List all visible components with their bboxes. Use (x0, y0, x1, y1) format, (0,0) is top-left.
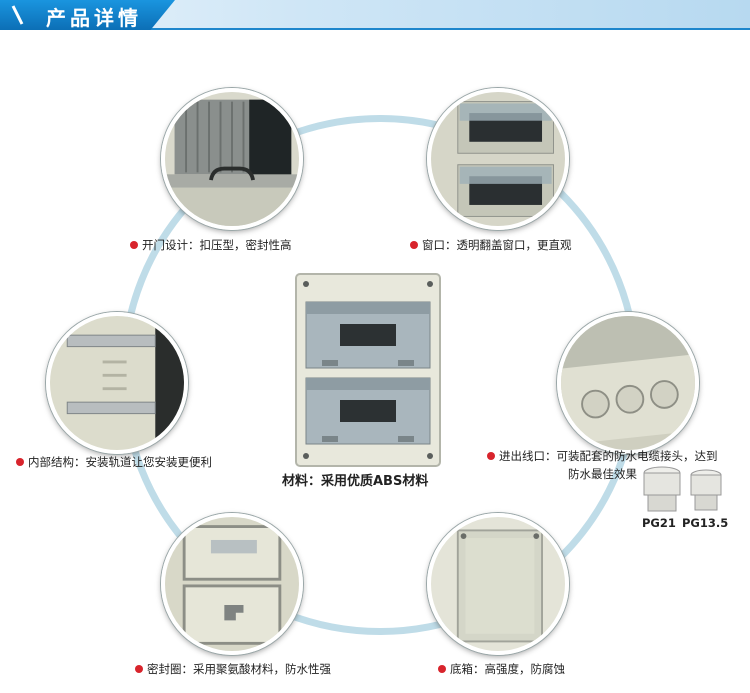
bottom-box-label: 底箱：高强度，防腐蚀 (438, 661, 565, 677)
header-tab: 产品详情 (0, 0, 175, 30)
distribution-box-photo (292, 272, 444, 468)
gland-pg13-label: PG13.5 (682, 516, 729, 530)
interior-label: 内部结构：安装轨道让您安装更便利 (16, 454, 212, 470)
page-title: 产品详情 (46, 6, 142, 30)
cable-gland-pg21-icon (640, 463, 684, 515)
seal-photo (161, 513, 303, 655)
seal-text: 密封圈：采用聚氨酸材料，防水性强 (147, 662, 331, 676)
bottom-box-photo (427, 513, 569, 655)
cable-inlet-text: 进出线口：可装配套的防水电缆接头，达到 (499, 449, 718, 463)
bullet-dot (16, 458, 24, 466)
bullet-dot (135, 665, 143, 673)
bullet-dot (487, 452, 495, 460)
section-header: 产品详情 (0, 0, 750, 32)
cable-inlet-label: 进出线口：可装配套的防水电缆接头，达到 (487, 448, 718, 464)
window-text: 窗口：透明翻盖窗口，更直观 (422, 238, 572, 252)
door-design-photo (161, 88, 303, 230)
cable-gland-pg13-icon (688, 466, 724, 514)
bullet-dot (410, 241, 418, 249)
slash-icon (11, 5, 24, 25)
cable-inlet-photo (557, 312, 699, 454)
material-caption: 材料：采用优质ABS材料 (282, 474, 429, 489)
bottom-box-text: 底箱：高强度，防腐蚀 (450, 662, 565, 676)
window-photo (427, 88, 569, 230)
seal-label: 密封圈：采用聚氨酸材料，防水性强 (135, 661, 331, 677)
gland-pg21-label: PG21 (642, 516, 676, 530)
bullet-dot (130, 241, 138, 249)
door-design-label: 开门设计：扣压型，密封性高 (130, 237, 292, 253)
window-label: 窗口：透明翻盖窗口，更直观 (410, 237, 572, 253)
interior-photo (46, 312, 188, 454)
door-design-text: 开门设计：扣压型，密封性高 (142, 238, 292, 252)
interior-text: 内部结构：安装轨道让您安装更便利 (28, 455, 212, 469)
cable-inlet-label-2: 防水最佳效果 (568, 467, 637, 481)
bullet-dot (438, 665, 446, 673)
